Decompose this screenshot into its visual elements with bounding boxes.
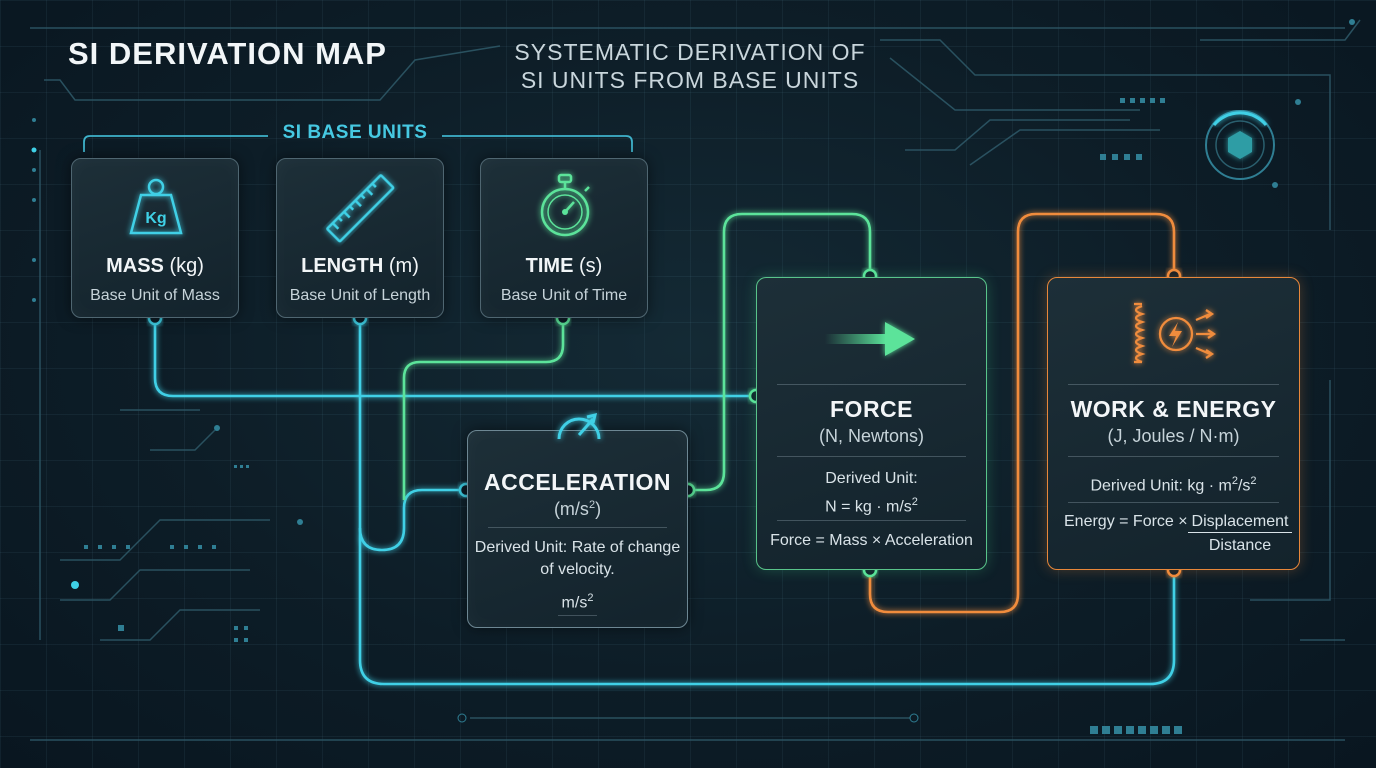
mass-card: Kg MASS (kg) Base Unit of Mass bbox=[71, 158, 239, 318]
work-desc-sup-1: 2 bbox=[1231, 475, 1238, 487]
time-title: TIME (s) bbox=[481, 255, 647, 278]
time-name: TIME bbox=[525, 255, 574, 277]
acceleration-unit: (m/s2) bbox=[468, 499, 687, 520]
time-desc: Base Unit of Time bbox=[500, 287, 628, 304]
work-relation-numerator: Displacement bbox=[1188, 513, 1292, 533]
cyan-connectors bbox=[153, 318, 1176, 686]
length-symbol: (m) bbox=[388, 255, 419, 277]
acceleration-desc-2: of velocity. bbox=[540, 561, 615, 578]
force-desc: Derived Unit: bbox=[825, 470, 918, 487]
force-divider-1 bbox=[777, 384, 966, 385]
mass-desc: Base Unit of Mass bbox=[90, 287, 220, 304]
work-divider-2 bbox=[1068, 456, 1279, 457]
work-desc-text: Derived Unit: kg · m bbox=[1090, 477, 1232, 495]
acceleration-unit-text: (m/s bbox=[553, 499, 589, 519]
work-unit: (J, Joules / N·m) bbox=[1107, 426, 1240, 446]
force-formula-text: N = kg · m/s bbox=[825, 498, 912, 516]
acceleration-formula-text: m/s bbox=[561, 594, 588, 612]
base-units-label: SI BASE UNITS bbox=[282, 122, 428, 143]
acceleration-unit-sup: 2 bbox=[588, 499, 596, 511]
mass-name: MASS bbox=[106, 255, 164, 277]
acceleration-divider bbox=[488, 527, 667, 528]
work-desc: Derived Unit: kg · m2/s2 bbox=[1048, 470, 1299, 497]
force-divider-3 bbox=[777, 520, 966, 521]
page-title: SI DERIVATION MAP bbox=[68, 36, 387, 71]
frame-dots bbox=[71, 19, 1355, 734]
work-desc-mid: /s bbox=[1237, 477, 1251, 495]
green-connectors bbox=[402, 212, 872, 500]
weight-kg-icon-text: Kg bbox=[145, 210, 166, 227]
frame-traces bbox=[30, 19, 1361, 741]
length-name: LENGTH bbox=[301, 255, 384, 277]
acceleration-formula-sup: 2 bbox=[587, 592, 594, 604]
work-divider-1 bbox=[1068, 384, 1279, 385]
gauge-icon bbox=[557, 412, 601, 440]
acceleration-desc-1: Derived Unit: Rate of change bbox=[474, 539, 681, 556]
force-relation: Force = Mass × Acceleration bbox=[770, 532, 973, 549]
work-energy-card: WORK & ENERGY (J, Joules / N·m) Derived … bbox=[1047, 277, 1300, 570]
mass-symbol: (kg) bbox=[169, 255, 204, 277]
stopwatch-icon bbox=[540, 173, 590, 237]
base-units-bracket bbox=[83, 135, 633, 152]
force-divider-2 bbox=[777, 456, 966, 457]
work-divider-3 bbox=[1068, 502, 1279, 503]
mass-title: MASS (kg) bbox=[72, 255, 238, 278]
length-title: LENGTH (m) bbox=[277, 255, 443, 278]
work-desc-sup-2: 2 bbox=[1250, 475, 1257, 487]
page-subtitle: SYSTEMATIC DERIVATION OF SI UNITS FROM B… bbox=[505, 38, 875, 94]
work-name: WORK & ENERGY bbox=[1070, 396, 1277, 422]
ruler-icon bbox=[326, 174, 395, 243]
work-relation-denominator: Distance bbox=[1208, 537, 1272, 554]
energy-coil-icon bbox=[1134, 302, 1217, 364]
force-formula-sup: 2 bbox=[911, 496, 918, 508]
force-unit: (N, Newtons) bbox=[818, 426, 925, 446]
time-card: TIME (s) Base Unit of Time bbox=[480, 158, 648, 318]
arrow-right-icon bbox=[825, 322, 915, 356]
weight-kg-icon: Kg bbox=[129, 178, 183, 235]
length-card: LENGTH (m) Base Unit of Length bbox=[276, 158, 444, 318]
acceleration-unit-close: ) bbox=[595, 499, 602, 519]
orange-connectors bbox=[868, 212, 1176, 614]
subtitle-line-2: SI UNITS FROM BASE UNITS bbox=[520, 67, 860, 93]
time-symbol: (s) bbox=[579, 255, 603, 277]
acceleration-divider-2 bbox=[558, 615, 597, 616]
acceleration-name: ACCELERATION bbox=[483, 469, 671, 495]
acceleration-formula: m/s2 bbox=[468, 587, 687, 614]
length-desc: Base Unit of Length bbox=[289, 287, 431, 304]
hex-badge-icon bbox=[1205, 110, 1275, 180]
force-name: FORCE bbox=[830, 396, 913, 422]
subtitle-line-1: SYSTEMATIC DERIVATION OF bbox=[514, 39, 866, 65]
force-card: FORCE (N, Newtons) Derived Unit: N = kg … bbox=[756, 277, 987, 570]
force-formula: N = kg · m/s2 bbox=[757, 491, 986, 518]
acceleration-card: ACCELERATION (m/s2) Derived Unit: Rate o… bbox=[467, 412, 688, 628]
work-relation-prefix: Energy = Force × bbox=[1064, 513, 1188, 530]
